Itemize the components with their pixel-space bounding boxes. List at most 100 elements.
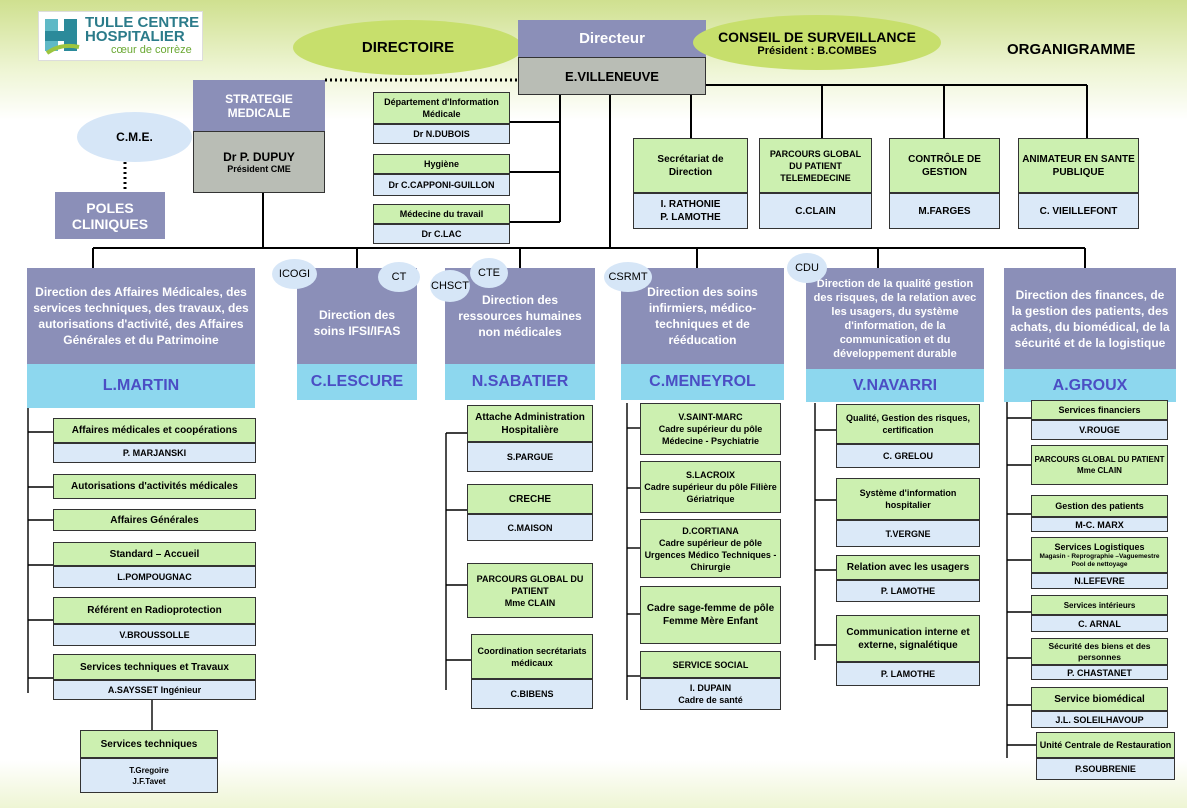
ct-label: CT bbox=[391, 271, 407, 283]
direction-rh: Direction des ressources humaines non mé… bbox=[445, 268, 595, 364]
logo-line3: cœur de corrèze bbox=[111, 44, 192, 56]
creche-box: CRECHE bbox=[467, 484, 593, 514]
logo-line2: HOSPITALIER bbox=[85, 28, 185, 45]
logo-line1: TULLE CENTRE bbox=[85, 14, 200, 31]
direction-ifsi-name: C.LESCURE bbox=[297, 364, 417, 400]
communication-box: Communication interne et externe, signal… bbox=[836, 615, 980, 662]
radioprotection-box: Référent en Radioprotection bbox=[53, 597, 256, 624]
direction-affaires-medicales-name: L.MARTIN bbox=[27, 364, 255, 408]
cme-label: C.M.E. bbox=[116, 130, 153, 144]
saint-marc-box: V.SAINT-MARC Cadre supérieur du pôle Méd… bbox=[640, 403, 781, 455]
restauration-box: Unité Centrale de Restauration bbox=[1036, 732, 1175, 758]
csrmt-ellipse: CSRMT bbox=[604, 262, 652, 292]
direction-rh-name: N.SABATIER bbox=[445, 364, 595, 400]
directeur-box: Directeur bbox=[518, 20, 706, 57]
controle-gestion-name: M.FARGES bbox=[889, 193, 1000, 229]
securite-name: P. CHASTANET bbox=[1031, 665, 1168, 680]
relation-usagers-name: P. LAMOTHE bbox=[836, 580, 980, 602]
organigramme-title: ORGANIGRAMME bbox=[1007, 41, 1136, 58]
dupuy-role: Président CME bbox=[227, 164, 291, 174]
direction-qualite: Direction de la qualité gestion des risq… bbox=[806, 268, 984, 369]
ct-ellipse: CT bbox=[378, 262, 420, 292]
directoire-label: DIRECTOIRE bbox=[361, 38, 455, 56]
dim-name: Dr N.DUBOIS bbox=[373, 124, 510, 144]
standard-name: L.POMPOUGNAC bbox=[53, 566, 256, 588]
animateur-title: ANIMATEUR EN SANTE PUBLIQUE bbox=[1018, 138, 1139, 193]
sage-femme-box: Cadre sage-femme de pôle Femme Mère Enfa… bbox=[640, 586, 781, 644]
coordination-box: Coordination secrétariats médicaux bbox=[471, 634, 593, 679]
icogi-ellipse: ICOGI bbox=[272, 259, 317, 289]
dim-title: Département d'Information Médicale bbox=[373, 92, 510, 124]
president-label: Président : B.COMBES bbox=[757, 44, 877, 57]
secretariat-name: I. RATHONIE P. LAMOTHE bbox=[633, 193, 748, 229]
affaires-medicales-box: Affaires médicales et coopérations bbox=[53, 418, 256, 443]
medecine-travail-title: Médecine du travail bbox=[373, 204, 510, 224]
strategie-medicale-box: STRATEGIE MEDICALE bbox=[193, 80, 325, 131]
dupuy-box: Dr P. DUPUY Président CME bbox=[193, 131, 325, 193]
standard-box: Standard – Accueil bbox=[53, 542, 256, 566]
direction-qualite-name: V.NAVARRI bbox=[806, 369, 984, 402]
services-interieurs-name: C. ARNAL bbox=[1031, 615, 1168, 632]
icogi-label: ICOGI bbox=[278, 268, 311, 280]
conseil-label: CONSEIL DE SURVEILLANCE bbox=[718, 28, 916, 45]
services-interieurs-box: Services intérieurs bbox=[1031, 595, 1168, 615]
services-logistiques-title: Services Logistiques bbox=[1054, 541, 1145, 552]
systeme-info-box: Système d'information hospitalier bbox=[836, 478, 980, 520]
direction-finances: Direction des finances, de la gestion de… bbox=[1004, 268, 1176, 369]
services-financiers-box: Services financiers bbox=[1031, 400, 1168, 420]
qualite-box: Qualité, Gestion des risques, certificat… bbox=[836, 404, 980, 444]
poles-cliniques-box: POLES CLINIQUES bbox=[55, 192, 165, 239]
controle-gestion-title: CONTRÔLE DE GESTION bbox=[889, 138, 1000, 193]
conseil-ellipse: CONSEIL DE SURVEILLANCE Président : B.CO… bbox=[693, 15, 941, 70]
affaires-generales-box: Affaires Générales bbox=[53, 509, 256, 531]
directoire-ellipse: DIRECTOIRE bbox=[293, 20, 523, 75]
qualite-name: C. GRELOU bbox=[836, 444, 980, 468]
communication-name: P. LAMOTHE bbox=[836, 662, 980, 686]
direction-soins-infirmiers-name: C.MENEYROL bbox=[621, 364, 784, 400]
logo-mark-icon bbox=[43, 15, 81, 57]
cdu-label: CDU bbox=[795, 262, 819, 274]
attache-admin-name: S.PARGUE bbox=[467, 442, 593, 472]
services-logistiques-name: N.LEFEVRE bbox=[1031, 573, 1168, 589]
csrmt-label: CSRMT bbox=[608, 271, 648, 283]
cortiana-box: D.CORTIANA Cadre supérieur de pôle Urgen… bbox=[640, 519, 781, 578]
parcours-rh-box: PARCOURS GLOBAL DU PATIENT Mme CLAIN bbox=[467, 563, 593, 618]
affaires-medicales-name: P. MARJANSKI bbox=[53, 443, 256, 463]
coordination-name: C.BIBENS bbox=[471, 679, 593, 709]
lacroix-box: S.LACROIX Cadre supérieur du pôle Filièr… bbox=[640, 461, 781, 513]
biomedical-name: J.L. SOLEILHAVOUP bbox=[1031, 711, 1168, 728]
service-social-box: SERVICE SOCIAL bbox=[640, 651, 781, 678]
logo: TULLE CENTRE HOSPITALIER cœur de corrèze bbox=[38, 11, 203, 61]
hygiene-title: Hygiène bbox=[373, 154, 510, 174]
parcours-telemedecine-title: PARCOURS GLOBAL DU PATIENT TELEMEDECINE bbox=[759, 138, 872, 193]
services-techniques-box: Services techniques bbox=[80, 730, 218, 758]
restauration-name: P.SOUBRENIE bbox=[1036, 758, 1175, 780]
gestion-patients-name: M-C. MARX bbox=[1031, 517, 1168, 532]
cte-ellipse: CTE bbox=[470, 258, 508, 288]
dupuy-name: Dr P. DUPUY bbox=[223, 150, 295, 164]
relation-usagers-box: Relation avec les usagers bbox=[836, 555, 980, 580]
biomedical-box: Service biomédical bbox=[1031, 687, 1168, 711]
direction-finances-name: A.GROUX bbox=[1004, 369, 1176, 402]
attache-admin-box: Attache Administration Hospitalière bbox=[467, 405, 593, 442]
services-logistiques-sub: Magasin - Reprographie –Vaguemestre Pool… bbox=[1039, 552, 1160, 568]
cte-label: CTE bbox=[478, 267, 500, 279]
secretariat-title: Secrétariat de Direction bbox=[633, 138, 748, 193]
gregoire-name: T.Gregoire bbox=[129, 765, 169, 775]
cdu-ellipse: CDU bbox=[787, 253, 827, 283]
tavet-name: J.F.Tavet bbox=[132, 776, 166, 786]
direction-affaires-medicales: Direction des Affaires Médicales, des se… bbox=[27, 268, 255, 364]
chsct-label: CHSCT bbox=[431, 280, 469, 292]
radioprotection-name: V.BROUSSOLLE bbox=[53, 624, 256, 646]
services-techniques-names: T.Gregoire J.F.Tavet bbox=[80, 758, 218, 793]
directeur-name-box: E.VILLENEUVE bbox=[518, 57, 706, 95]
securite-box: Sécurité des biens et des personnes bbox=[1031, 638, 1168, 665]
direction-soins-infirmiers: Direction des soins infirmiers, médico-t… bbox=[621, 268, 784, 364]
chsct-ellipse: CHSCT bbox=[430, 270, 470, 302]
services-financiers-name: V.ROUGE bbox=[1031, 420, 1168, 440]
autorisations-box: Autorisations d'activités médicales bbox=[53, 474, 256, 499]
services-logistiques-box: Services Logistiques Magasin - Reprograp… bbox=[1031, 537, 1168, 573]
services-techniques-travaux-box: Services techniques et Travaux bbox=[53, 654, 256, 680]
parcours-finances-box: PARCOURS GLOBAL DU PATIENT Mme CLAIN bbox=[1031, 445, 1168, 485]
